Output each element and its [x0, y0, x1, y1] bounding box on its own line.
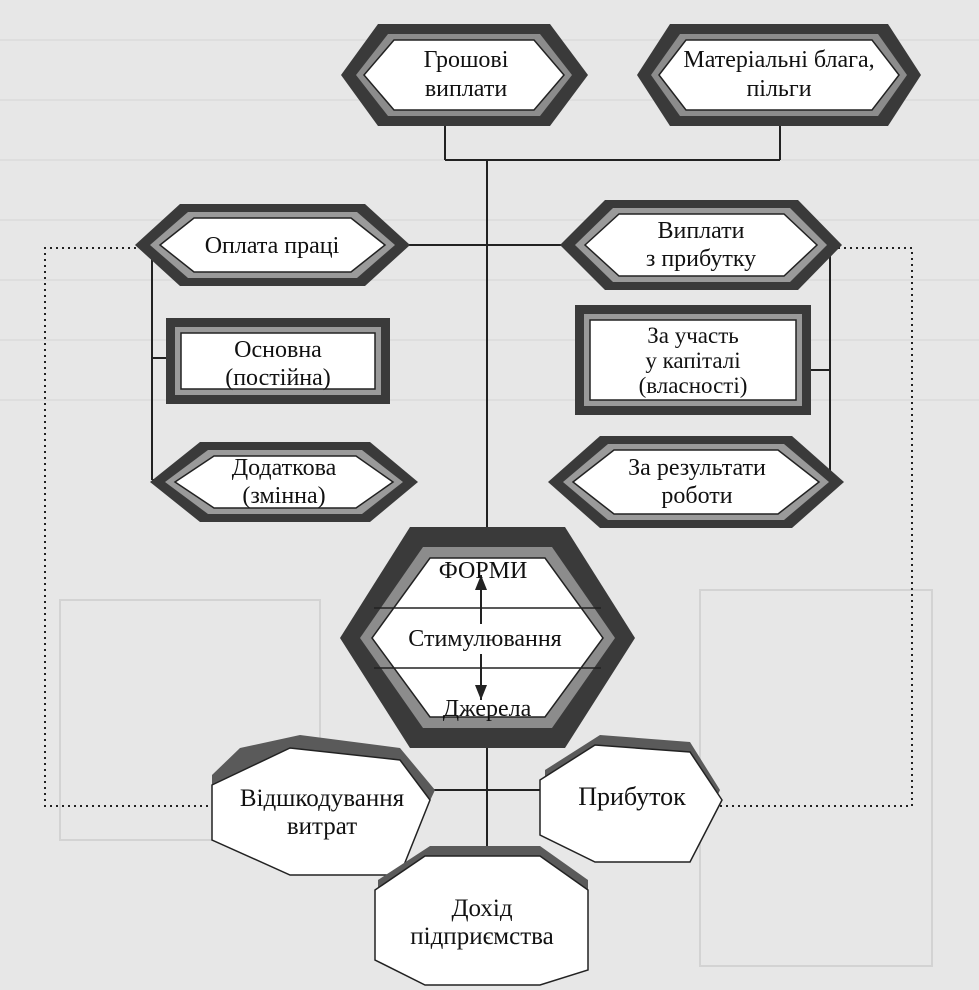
node-profit-payments: Виплати з прибутку: [560, 200, 842, 290]
arrow-up-icon: [475, 575, 487, 590]
node-cost-reimbursement: Відшкодування витрат: [211, 735, 435, 876]
wages-label: Оплата праці: [205, 233, 340, 259]
work-results-label-1: За результати: [628, 455, 766, 481]
sources-label: Джерела: [443, 696, 532, 722]
forms-label: ФОРМИ: [439, 558, 528, 584]
node-basic: Основна (постійна): [166, 318, 390, 404]
money-payments-label-2: виплати: [425, 76, 508, 102]
profit-label: Прибуток: [578, 782, 686, 811]
capital-share-label-3: (власності): [639, 373, 748, 398]
node-wages: Оплата праці: [135, 204, 410, 286]
node-profit: Прибуток: [539, 735, 723, 863]
stimulation-label: Стимулювання: [408, 626, 561, 652]
node-capital-share: За участь у капіталі (власності): [575, 305, 811, 415]
capital-share-label-1: За участь: [647, 323, 739, 348]
profit-payments-label-2: з прибутку: [646, 246, 756, 272]
material-benefits-label-1: Матеріальні блага,: [683, 47, 874, 73]
basic-label-2: (постійна): [225, 365, 331, 391]
node-central-hexagon: ФОРМИ Стимулювання Джерела: [340, 527, 635, 748]
material-benefits-label-2: пільги: [746, 76, 811, 102]
work-results-label-2: роботи: [661, 483, 732, 509]
money-payments-label-1: Грошові: [424, 47, 509, 73]
profit-payments-label-1: Виплати: [657, 218, 744, 244]
cost-reimbursement-label-2: витрат: [287, 813, 357, 840]
node-additional: Додаткова (змінна): [150, 442, 418, 522]
node-enterprise-income: Дохід підприємства: [374, 846, 589, 986]
dotted-frame: [44, 247, 212, 807]
arrow-down-icon: [475, 685, 487, 700]
enterprise-income-label-1: Дохід: [451, 895, 512, 922]
node-material-benefits: Матеріальні блага, пільги: [637, 24, 921, 126]
additional-label-1: Додаткова: [232, 455, 337, 481]
capital-share-label-2: у капіталі: [645, 348, 740, 373]
node-money-payments: Грошові виплати: [341, 24, 588, 126]
cost-reimbursement-label-1: Відшкодування: [240, 785, 405, 812]
node-work-results: За результати роботи: [548, 436, 844, 528]
additional-label-2: (змінна): [242, 483, 325, 509]
basic-label-1: Основна: [234, 337, 322, 363]
enterprise-income-label-2: підприємства: [410, 923, 553, 950]
